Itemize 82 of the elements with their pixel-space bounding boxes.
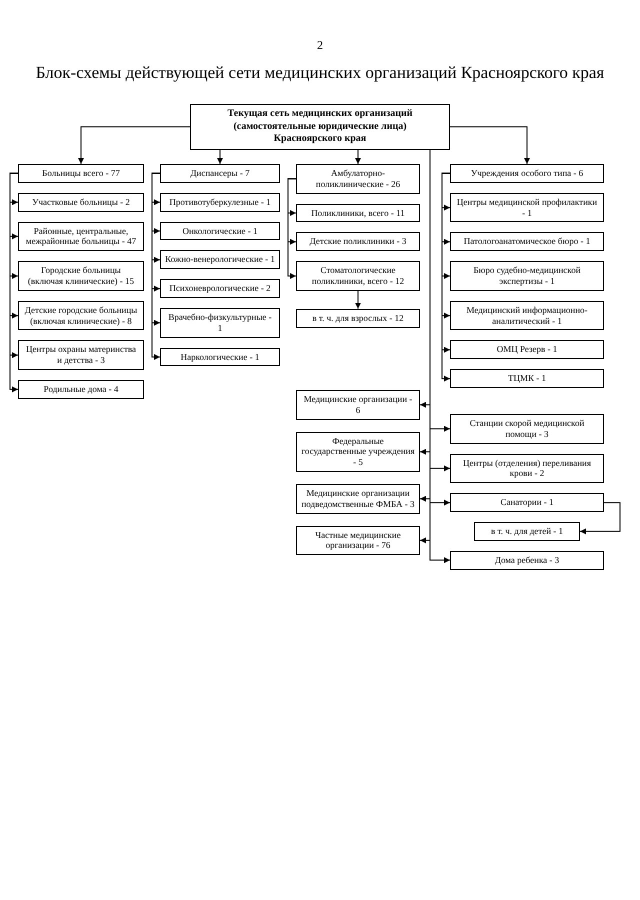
box-text: Поликлиники, всего - 11 bbox=[311, 208, 405, 218]
box-text: Станции скорой медицинской помощи - 3 bbox=[468, 418, 586, 440]
box-text: Противотуберкулезные - 1 bbox=[169, 196, 271, 208]
org-box bbox=[18, 380, 144, 399]
root-box bbox=[190, 104, 450, 150]
org-box bbox=[450, 300, 604, 330]
org-box bbox=[296, 261, 420, 291]
box-text: Учреждения особого типа - 6 bbox=[470, 168, 584, 179]
org-box bbox=[296, 390, 420, 420]
org-box bbox=[450, 414, 604, 444]
org-box bbox=[450, 340, 604, 360]
box-text: Центры (отделения) переливания крови - 2 bbox=[462, 458, 592, 480]
page-title: Блок-схемы действующей сети медицинских организаций Красноярского края bbox=[36, 62, 604, 84]
org-box bbox=[160, 192, 280, 212]
org-box bbox=[18, 300, 144, 330]
org-box bbox=[296, 164, 420, 194]
org-box bbox=[160, 164, 280, 183]
connector-arrow bbox=[78, 126, 190, 164]
org-box bbox=[296, 484, 420, 514]
connector-arrow bbox=[355, 149, 361, 164]
org-box bbox=[450, 454, 604, 484]
box-text: Больницы всего - 77 bbox=[42, 168, 120, 179]
box-text: Частные медицинские организации - 76 bbox=[314, 530, 402, 552]
org-box bbox=[296, 232, 420, 252]
org-box bbox=[18, 340, 144, 370]
box-text: Санатории - 1 bbox=[500, 497, 554, 508]
box-text: Федеральные государственные учреждения - 5 bbox=[301, 436, 415, 468]
org-box bbox=[160, 308, 280, 338]
org-box bbox=[18, 261, 144, 291]
box-text: Онкологические - 1 bbox=[182, 226, 258, 236]
connector-arrow bbox=[10, 172, 18, 392]
connector-arrow bbox=[288, 178, 296, 279]
box-text: Кожно-венерологические - 1 bbox=[165, 254, 275, 266]
org-box bbox=[18, 222, 144, 252]
box-text: Диспансеры - 7 bbox=[190, 168, 250, 179]
box-text: Стоматологические поликлиники, всего - 12 bbox=[310, 265, 406, 287]
box-text: Районные, центральные, межрайонные больницы - 47 bbox=[24, 226, 138, 248]
org-box bbox=[450, 232, 604, 252]
box-text: Амбулаторно-поликлинические - 26 bbox=[314, 168, 402, 190]
org-box bbox=[160, 222, 280, 240]
org-box bbox=[18, 164, 144, 183]
org-box bbox=[450, 369, 604, 388]
box-text: Детские городские больницы (включая клинические) - 8 bbox=[24, 304, 138, 326]
box-text: ОМЦ Резерв - 1 bbox=[496, 344, 558, 356]
box-text: Детские поликлиники - 3 bbox=[310, 236, 406, 248]
org-box bbox=[160, 250, 280, 270]
org-box bbox=[160, 348, 280, 366]
box-text: Центры медицинской профилактики - 1 bbox=[456, 196, 598, 218]
box-text: Наркологические - 1 bbox=[180, 352, 260, 362]
box-text: Врачебно-физкультурные - 1 bbox=[167, 312, 273, 334]
org-box bbox=[18, 192, 144, 212]
org-box bbox=[450, 164, 604, 183]
connector-arrow bbox=[152, 172, 160, 360]
box-text: в т. ч. для детей - 1 bbox=[490, 526, 564, 537]
box-text: Текущая сеть медицинских организаций (самостоятельные юридические лица) Красноярского края bbox=[226, 108, 414, 146]
box-text: в т. ч. для взрослых - 12 bbox=[312, 312, 404, 324]
page-number: 2 bbox=[317, 37, 323, 54]
org-box bbox=[450, 550, 604, 570]
box-text: Психоневрологические - 2 bbox=[169, 283, 271, 294]
box-text: Бюро судебно-медицинской экспертизы - 1 bbox=[472, 265, 582, 287]
org-box bbox=[450, 261, 604, 291]
org-box bbox=[450, 192, 604, 222]
box-text: Участковые больницы - 2 bbox=[32, 196, 130, 208]
org-box bbox=[296, 204, 420, 222]
box-text: Медицинский информационно-аналитический - 1 bbox=[465, 304, 589, 326]
connector-arrow bbox=[355, 290, 361, 310]
org-box bbox=[296, 526, 420, 556]
box-text: Медицинские организации подведомственные ФМБА - 3 bbox=[301, 488, 415, 510]
box-text: Центры охраны материнства и детства - 3 bbox=[24, 344, 138, 366]
box-text: Патологоанатомическое бюро - 1 bbox=[464, 236, 590, 248]
box-text: Городские больницы (включая клинические) - 15 bbox=[26, 265, 136, 287]
org-box bbox=[474, 522, 580, 541]
connector-arrow bbox=[580, 502, 620, 534]
connector-arrow bbox=[217, 149, 223, 164]
connector-arrow bbox=[450, 126, 530, 164]
org-box bbox=[296, 308, 420, 328]
box-text: Родильные дома - 4 bbox=[44, 384, 118, 395]
org-box bbox=[450, 493, 604, 512]
box-text: Медицинские организации - 6 bbox=[302, 394, 414, 416]
org-box bbox=[160, 279, 280, 298]
box-text: ТЦМК - 1 bbox=[508, 373, 546, 384]
box-text: Дома ребенка - 3 bbox=[494, 554, 560, 566]
